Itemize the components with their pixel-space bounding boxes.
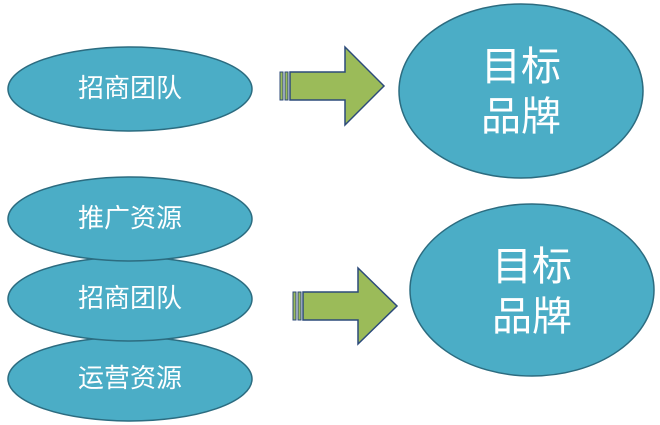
oval-top-source bbox=[7, 46, 253, 132]
bottom-target-label-2: 品牌 bbox=[492, 294, 572, 340]
arrow-bottom-body bbox=[302, 266, 399, 346]
top-target-label-1: 目标 bbox=[481, 44, 561, 90]
arrow-top bbox=[279, 45, 386, 127]
bottom-target-label-1: 目标 bbox=[492, 244, 572, 290]
oval-bottom-target bbox=[409, 203, 655, 377]
arrow-bottom-stripe-2 bbox=[297, 291, 302, 321]
arrow-top-body bbox=[289, 45, 386, 127]
bottom-source-label-2: 招商团队 bbox=[77, 284, 182, 314]
bottom-source-label-3: 运营资源 bbox=[77, 364, 182, 394]
arrow-bottom bbox=[292, 266, 399, 346]
arrow-top-stripe-1 bbox=[279, 71, 284, 101]
oval-bottom-source-1 bbox=[7, 176, 253, 262]
oval-top-target bbox=[398, 3, 644, 179]
bottom-source-label-1: 推广资源 bbox=[77, 204, 182, 234]
top-source-label: 招商团队 bbox=[77, 74, 182, 104]
arrow-top-stripe-2 bbox=[284, 71, 289, 101]
arrow-bottom-stripe-1 bbox=[292, 291, 297, 321]
top-target-label-2: 品牌 bbox=[481, 94, 561, 140]
